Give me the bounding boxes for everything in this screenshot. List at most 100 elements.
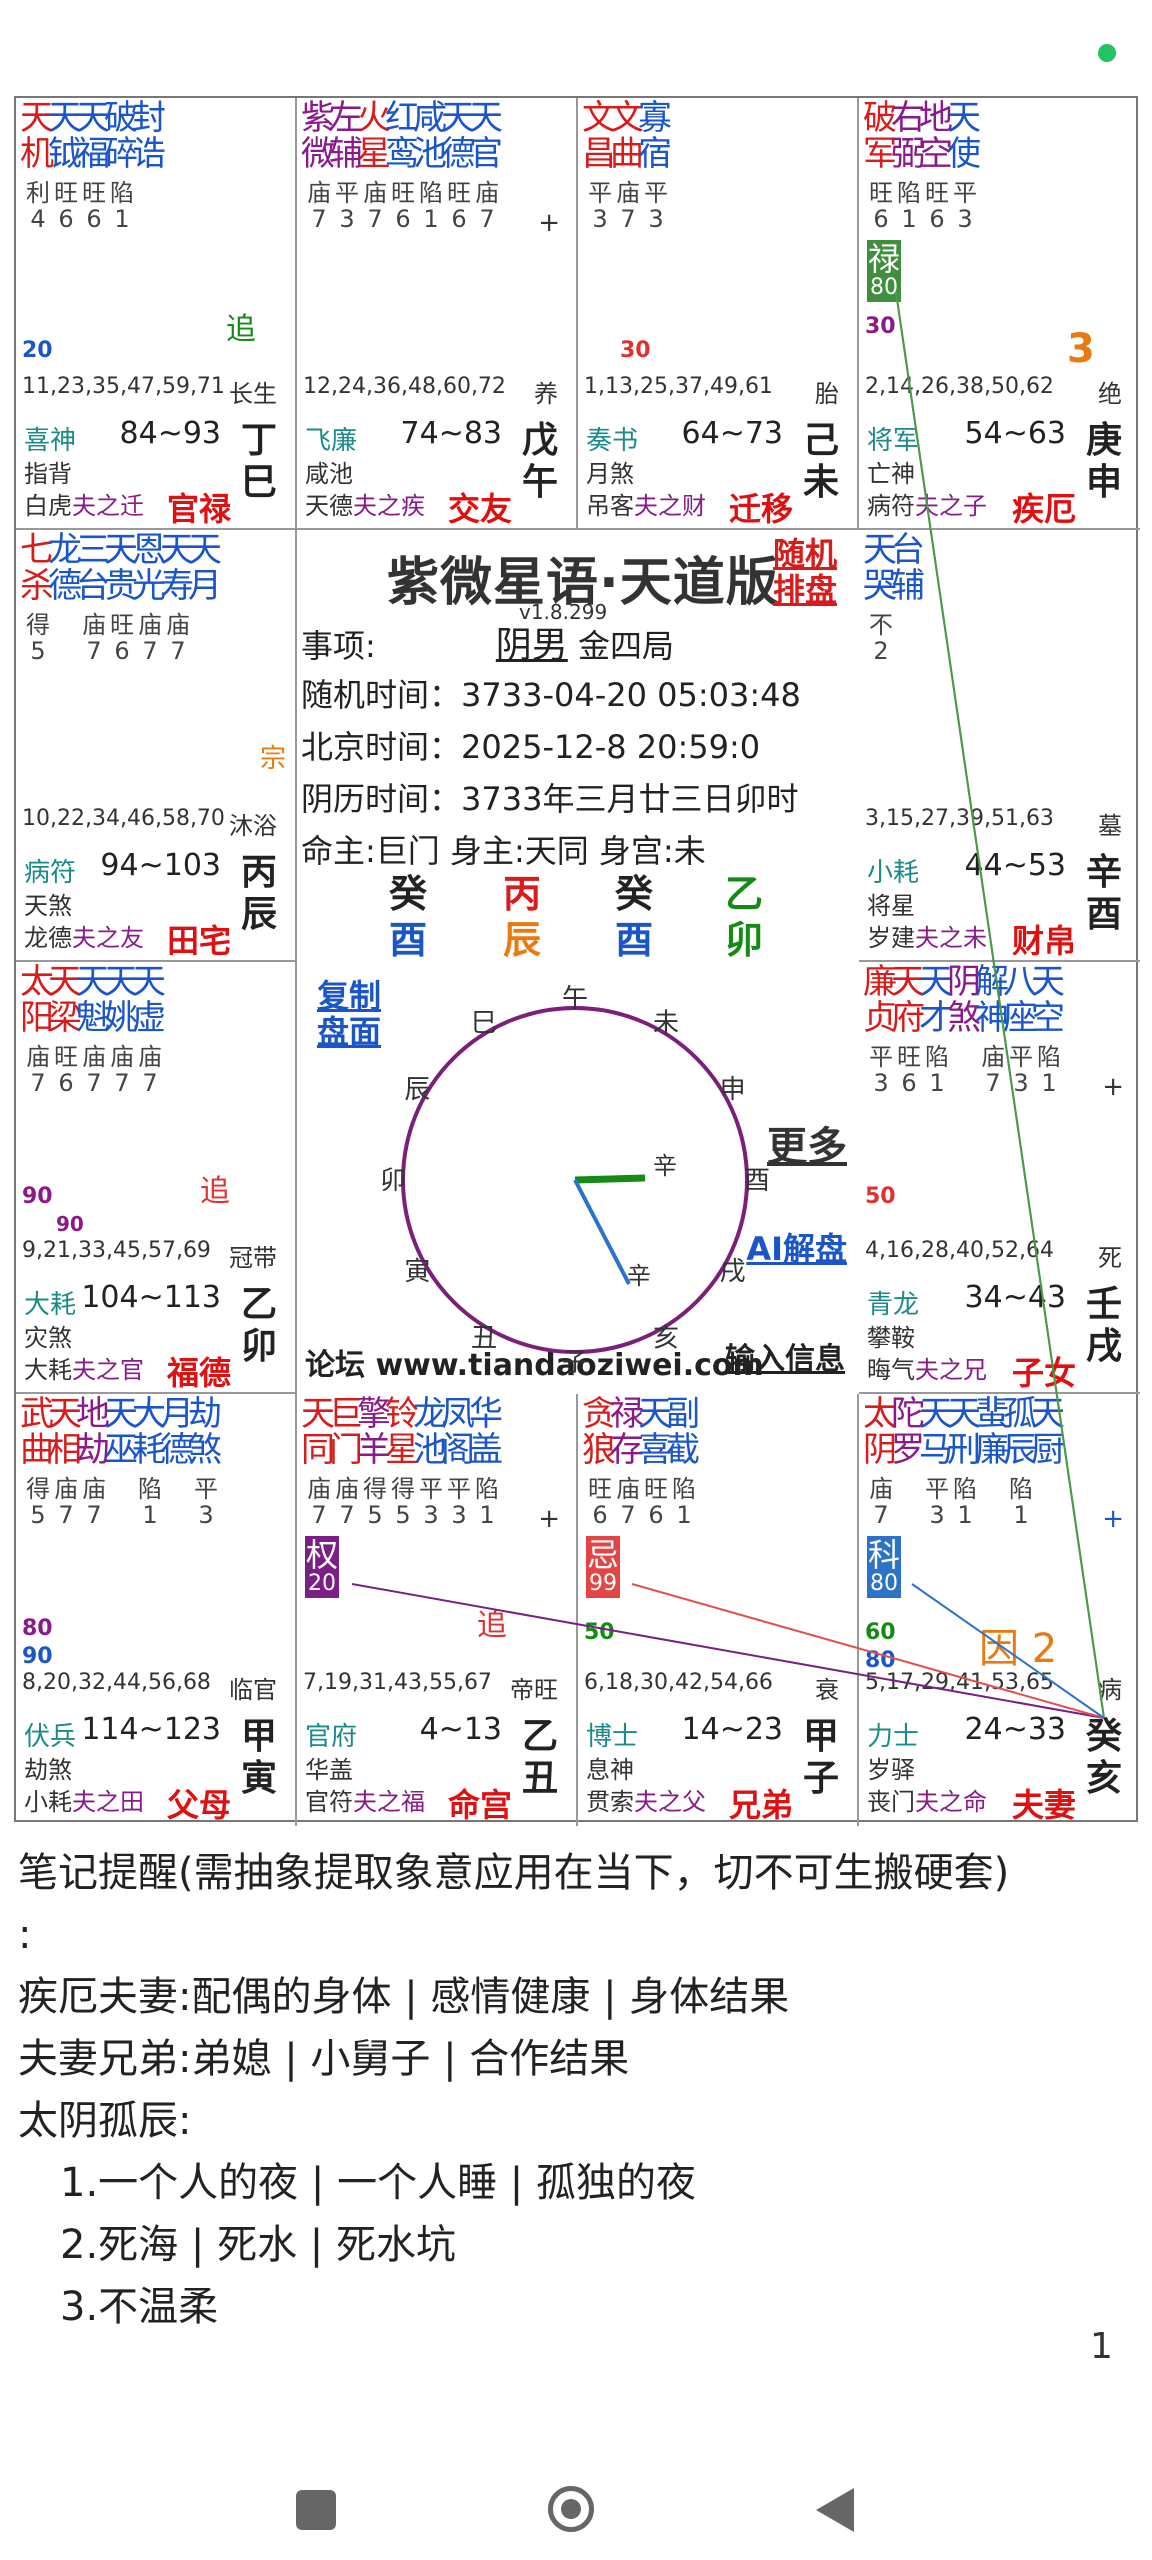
decade-range: 94~103 xyxy=(100,848,221,883)
changsheng: 沐浴 xyxy=(229,812,277,840)
info-line: 命主:巨门 身主:天同 身宫:未 xyxy=(301,832,706,870)
changsheng: 绝 xyxy=(1098,380,1122,408)
dial-branch-label: 未 xyxy=(653,1008,679,1038)
ai-analysis-button[interactable]: AI解盘 xyxy=(746,1230,847,1268)
god-2: 攀鞍 xyxy=(867,1324,915,1352)
palace-name[interactable]: 官禄 xyxy=(166,490,231,528)
palace-name[interactable]: 兄弟 xyxy=(728,1786,793,1824)
home-button[interactable] xyxy=(548,2486,594,2532)
god-1: 病符 xyxy=(24,858,77,888)
random-chart-button[interactable]: 随机排盘 xyxy=(773,535,838,609)
decade-range: 24~33 xyxy=(964,1712,1066,1747)
recent-apps-button[interactable] xyxy=(296,2490,336,2530)
star-name: 天官 xyxy=(469,98,503,174)
dial-hand-blue xyxy=(573,1179,631,1285)
flag-label: 追 xyxy=(200,1174,230,1209)
star-name: 武曲 xyxy=(20,1394,54,1470)
changsheng: 衰 xyxy=(815,1676,839,1704)
star-name: 天哭 xyxy=(863,530,897,606)
stem-branch: 己未 xyxy=(802,420,839,503)
score: 50 xyxy=(865,1184,896,1209)
star-list: 廉贞天府天才阴煞解神八座天空 xyxy=(863,964,1065,1036)
back-button[interactable] xyxy=(816,2488,854,2532)
star-name: 天姚 xyxy=(104,962,138,1038)
score: 50 xyxy=(584,1620,615,1645)
palace-name[interactable]: 子女 xyxy=(1011,1354,1076,1392)
palace-name[interactable]: 父母 xyxy=(166,1786,231,1824)
star-name: 天德 xyxy=(441,98,475,174)
score: 90 xyxy=(22,1184,53,1209)
android-nav-bar xyxy=(0,2460,1152,2560)
star-list: 武曲天相地劫天巫大耗月德劫煞 xyxy=(20,1394,222,1470)
age-list: 3,15,27,39,51,63 xyxy=(865,806,1054,831)
palace-name[interactable]: 田宅 xyxy=(166,922,231,960)
star-name: 三台 xyxy=(76,530,110,606)
star-name: 铃星 xyxy=(385,1394,419,1470)
star-name: 龙德 xyxy=(48,530,82,606)
palace-name[interactable]: 财帛 xyxy=(1011,922,1076,960)
ganzhi-stem: 癸 xyxy=(614,872,653,916)
god-3: 晦气夫之兄 xyxy=(867,1356,987,1384)
palace-name[interactable]: 命宫 xyxy=(447,1786,512,1824)
god-1: 伏兵 xyxy=(24,1722,77,1752)
copy-chart-button[interactable]: 复制盘面 xyxy=(317,977,382,1051)
palace-name[interactable]: 交友 xyxy=(447,490,512,528)
star-name: 天机 xyxy=(20,98,54,174)
notes-panel[interactable]: 笔记提醒(需抽象提取象意应用在当下，切不可生搬硬套) : 疾厄夫妻:配偶的身体 … xyxy=(18,1842,1128,2338)
more-button[interactable]: 更多 xyxy=(767,1124,847,1170)
app-version: v1.8.299 xyxy=(519,600,608,624)
god-3: 大耗夫之官 xyxy=(24,1356,144,1384)
input-info-button[interactable]: 输入信息 xyxy=(725,1342,845,1377)
changsheng: 养 xyxy=(534,380,558,408)
star-list: 紫微左辅火星红鸾咸池天德天官 xyxy=(301,98,503,174)
changsheng: 墓 xyxy=(1098,812,1122,840)
star-name: 破军 xyxy=(863,98,897,174)
matter-line: 事项:阴男 金四局 xyxy=(301,625,674,666)
dial-branch-label: 子 xyxy=(562,1348,588,1378)
palace-name[interactable]: 福德 xyxy=(166,1354,231,1392)
age-list: 6,18,30,42,54,66 xyxy=(584,1670,773,1695)
star-name: 天梁 xyxy=(48,962,82,1038)
star-name: 蜚廉 xyxy=(975,1394,1009,1470)
notes-line: 夫妻兄弟:弟媳 | 小舅子 | 合作结果 xyxy=(18,2036,630,2082)
forum-link[interactable]: 论坛 www.tiandaoziwei.com xyxy=(305,1348,764,1383)
palace-name[interactable]: 迁移 xyxy=(728,490,793,528)
palace-name[interactable]: 夫妻 xyxy=(1011,1786,1076,1824)
palace-name[interactable]: 疾厄 xyxy=(1011,490,1076,528)
ganzhi-branch: 酉 xyxy=(388,918,427,962)
god-1: 博士 xyxy=(586,1722,639,1752)
star-name: 天福 xyxy=(76,98,110,174)
star-name: 贪狼 xyxy=(582,1394,616,1470)
